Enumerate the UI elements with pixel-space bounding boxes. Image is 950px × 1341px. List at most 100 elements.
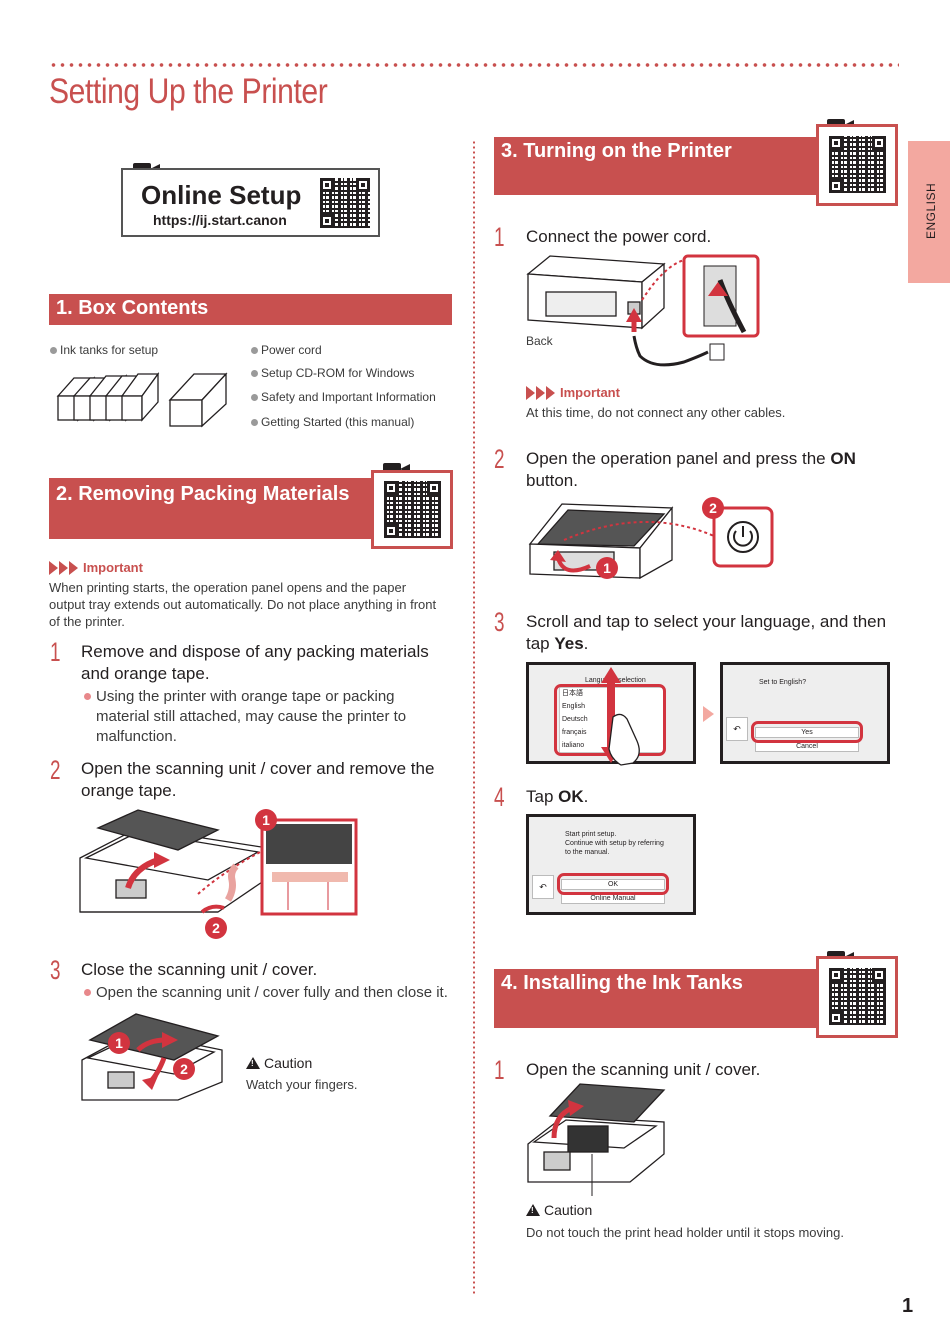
callout-2-icon: 2 [173,1058,195,1080]
step-text-part: Scroll and tap to select your language, … [526,612,887,653]
step-text-bold: Yes [554,634,584,653]
list-item: Getting Started (this manual) [251,415,414,429]
bullet-icon [50,347,57,354]
step-text: Remove and dispose of any packing materi… [81,642,429,683]
qr-code-icon[interactable] [829,136,886,193]
qr-code-icon[interactable] [320,178,370,228]
important-text: At this time, do not connect any other c… [526,405,786,420]
step-text-part: button. [526,471,578,490]
page-number: 1 [902,1295,914,1317]
language-option[interactable]: Deutsch [562,716,588,723]
qr-code-frame[interactable] [371,470,453,549]
selection-highlight [557,873,669,895]
ink-tanks-illustration [56,372,228,428]
step-number: 3 [50,955,61,985]
back-icon[interactable]: ↶ [532,875,554,899]
step-text: Open the scanning unit / cover and remov… [81,759,435,800]
important-label: Important [83,560,143,575]
step-text-bold: ON [830,449,856,468]
bullet-icon [84,693,91,700]
list-item-label: Safety and Important Information [261,390,436,404]
important-label: Important [560,385,620,400]
language-tab[interactable]: ENGLISH [908,141,950,283]
section-box-contents-header: 1. Box Contents [49,294,452,325]
list-item: Power cord [251,343,322,357]
step-text: Scroll and tap to select your language, … [526,611,896,655]
step-number: 2 [50,755,61,785]
step-text-part: . [583,787,589,806]
step-text-part: Tap [526,787,559,806]
step-bullet: Open the scanning unit / cover fully and… [96,984,448,1001]
bullet-icon [251,370,258,377]
caution-label: Caution [264,1055,313,1071]
caution-label: Caution [544,1202,593,1218]
power-button-illustration [528,503,774,580]
language-option[interactable]: italiano [562,742,585,749]
qr-code-icon[interactable] [384,481,441,538]
important-notice: Important [526,385,620,400]
caution-notice: Caution [526,1202,592,1218]
important-text: When printing starts, the operation pane… [49,580,437,629]
warning-icon [526,1204,540,1216]
arrow-right-icon [703,706,714,722]
screen-message: Continue with setup by referring [565,840,664,847]
callout-1-icon: 1 [255,809,277,831]
step-bullet: Using the printer with orange tape or pa… [96,688,407,745]
screen-prompt: Set to English? [759,679,807,686]
selection-highlight [751,721,863,743]
step-text-bold: OK [558,787,584,806]
step-text: Open the scanning unit / cover. [526,1060,761,1079]
bullet-icon [251,347,258,354]
list-item-label: Getting Started (this manual) [261,415,415,429]
callout-1-icon: 1 [596,557,618,579]
language-option[interactable]: français [562,729,587,736]
bullet-icon [84,989,91,996]
list-item-label: Ink tanks for setup [60,343,159,357]
scroll-hand-icon [601,667,640,766]
caution-text: Watch your fingers. [246,1077,358,1092]
step-text-part: Open the operation panel and press the [526,449,831,468]
list-item: Setup CD-ROM for Windows [251,366,414,380]
list-item-label: Power cord [261,343,322,357]
step-text: Tap OK. [526,786,588,808]
back-label: Back [526,334,553,348]
online-setup-title: Online Setup [141,180,302,210]
section-removing-packing-header: 2. Removing Packing Materials [49,478,372,539]
chevron-icon [526,385,535,400]
step-text: Open the operation panel and press the O… [526,448,896,492]
chevron-icon [546,385,555,400]
list-item: Safety and Important Information [251,390,436,404]
callout-2-icon: 2 [205,917,227,939]
step-number: 3 [494,607,505,637]
online-setup-box[interactable]: Online Setup https://ij.start.canon [121,168,380,237]
top-dotted-rule [49,62,899,68]
step-text-part: . [583,634,589,653]
confirm-language-screen: Set to English? ↶ Yes Cancel [720,662,890,764]
language-option[interactable]: 日本語 [562,690,583,697]
step-number: 2 [494,444,505,474]
qr-code-frame[interactable] [816,956,898,1038]
qr-code-frame[interactable] [816,124,898,206]
yes-button[interactable]: Yes [755,727,859,738]
callout-1-icon: 1 [108,1032,130,1054]
language-option[interactable]: English [562,703,585,710]
step-number: 1 [50,637,61,667]
screen-message: to the manual. [565,849,610,856]
callout-2-icon: 2 [702,497,724,519]
warning-icon [246,1057,260,1069]
ok-button[interactable]: OK [561,879,665,890]
important-notice: Important [49,560,143,575]
back-icon[interactable]: ↶ [726,717,748,741]
language-tab-label: ENGLISH [924,182,938,239]
power-cord-illustration [526,254,760,367]
step-number: 1 [494,1055,505,1085]
language-selection-screen: Language selection 日本語 English Deutsch f… [526,662,696,766]
qr-code-icon[interactable] [829,968,886,1025]
step-text: Close the scanning unit / cover. [81,960,318,979]
step-text: Connect the power cord. [526,227,712,246]
page-title: Setting Up the Printer [49,72,328,111]
online-setup-url[interactable]: https://ij.start.canon [153,212,287,228]
caution-text: Do not touch the print head holder until… [526,1225,844,1240]
screen-message: Start print setup. [565,831,617,838]
print-setup-screen: Start print setup. Continue with setup b… [526,814,696,915]
